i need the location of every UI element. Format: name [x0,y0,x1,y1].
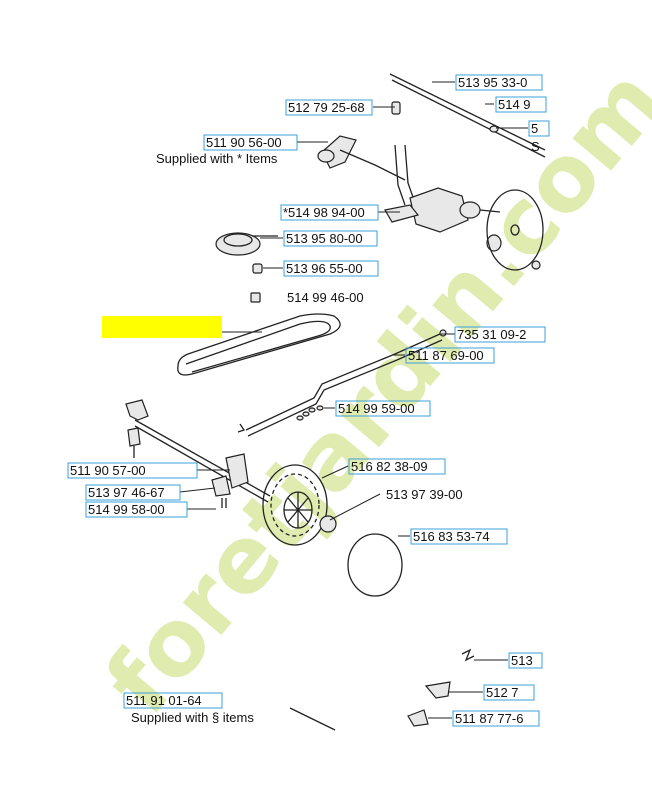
label-box [410,528,508,545]
label-box [67,462,198,479]
label-box [495,96,547,113]
drive-belt [177,313,341,376]
label-box [85,484,181,501]
label-box [455,74,543,91]
part-number-label: 514 99 46-00 [287,290,364,305]
part-number-label: 516 83 53-74 [413,529,490,544]
lever-bracket [317,135,406,181]
label-box [348,458,446,475]
spring-part [391,101,401,115]
label-box [508,652,543,669]
part-number-label: 514 9 [498,97,531,112]
note-supplied-section: Supplied with § items [131,710,254,725]
label-box [452,710,540,727]
part-number-label: 511 87 69-00 [408,348,484,363]
label-box [123,692,223,709]
note-supplied-star: Supplied with * Items [156,151,278,166]
label-box [280,204,379,221]
part-number-label: 513 96 55-00 [286,261,363,276]
part-number-label: *514 98 94-00 [283,205,365,220]
part-number-label: 514 99 59-00 [338,401,415,416]
part-number-label: 513 [511,653,533,668]
label-box [405,347,495,364]
part-number-label: 511 87 77-6 [455,711,523,726]
part-number-label: 514 99 58-00 [88,502,165,517]
label-box [335,400,431,417]
pulley-disc [486,189,544,271]
label-box [283,230,378,247]
part-number-label: 513 95 80-00 [286,231,363,246]
part-number-label: 735 31 09-2 [457,327,526,342]
highlight-bar [102,316,222,338]
label-box [283,260,379,277]
part-number-label: 511 90 56-00 [206,135,282,150]
label-box [203,134,298,151]
part-number-label: 5 [531,121,538,136]
label-box [85,501,188,518]
label-box [528,120,550,137]
label-box [483,684,535,701]
part-number-label: 511 90 57-00 [70,463,146,478]
label-box [454,326,546,343]
part-number-label: 512 79 25-68 [288,100,365,115]
part-number-label: 513 95 33-0 [458,75,527,90]
part-number-label: 511 91 01-64 [126,693,202,708]
axle-assembly [125,399,271,508]
wheel-part [262,464,337,546]
part-number-label: 516 82 38-09 [351,459,428,474]
hubcap-ring [347,533,403,597]
bottom-parts [289,648,475,731]
clip-part [250,292,261,303]
label-box [285,99,373,116]
part-number-label: 513 97 39-00 [386,487,463,502]
note-cut-s: S [531,139,540,154]
part-labels: 513 95 33-0 512 79 25-68 514 95 511 90 56-0… [67,74,550,727]
part-number-label: 513 97 46-67 [88,485,165,500]
small-washers [237,405,324,433]
part-number-label: 512 7 [486,685,519,700]
gearbox-assembly [384,144,502,252]
pulley-wheel [215,232,278,256]
nut-part [252,263,263,274]
handle-rod [389,73,546,158]
